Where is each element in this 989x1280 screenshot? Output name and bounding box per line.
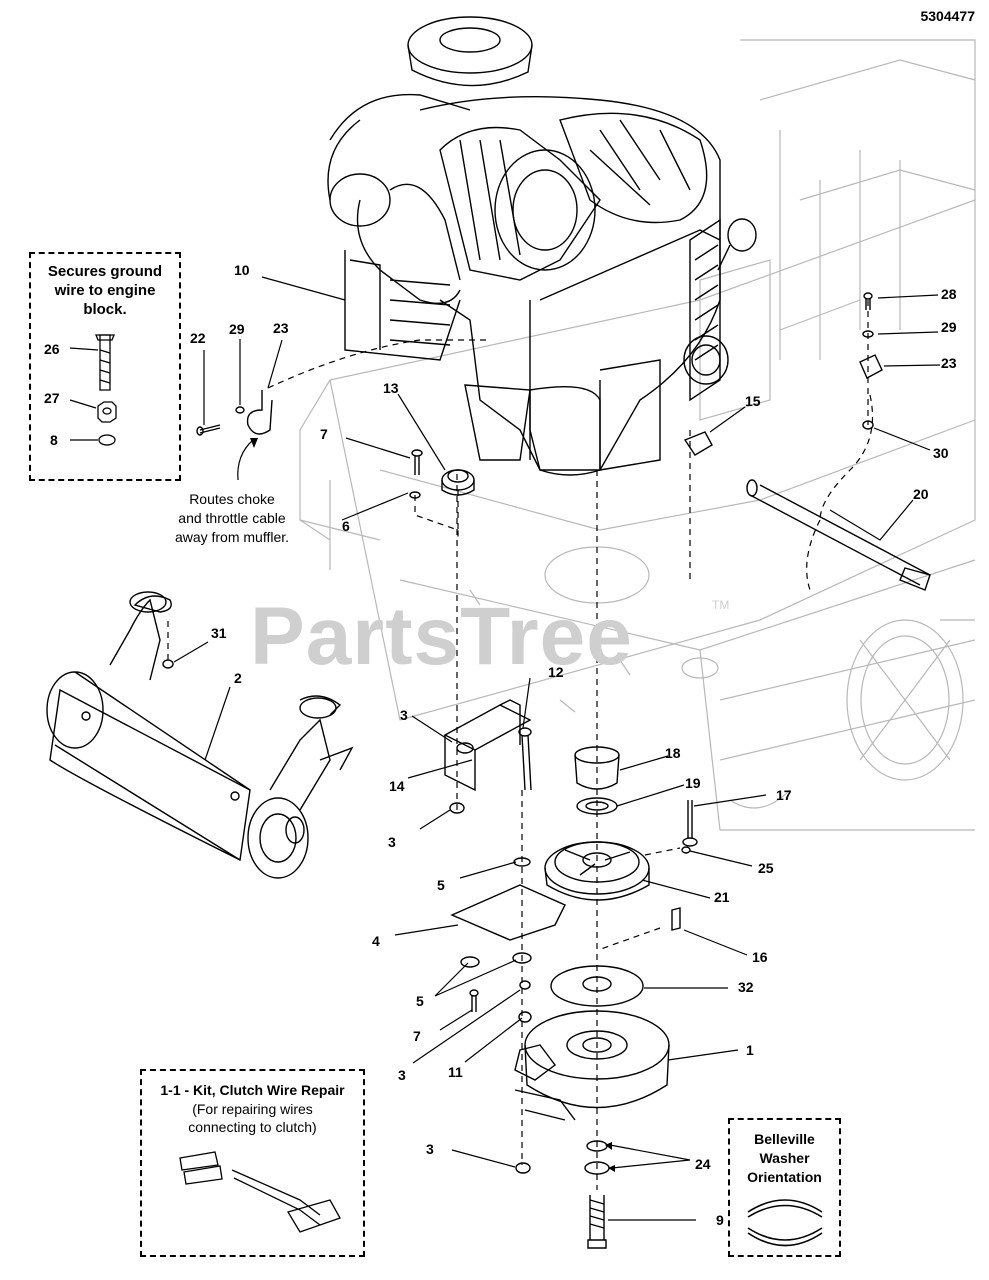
- callout-20: 20: [913, 486, 929, 502]
- callout-29-left: 29: [229, 321, 245, 337]
- belleville-line-3: Orientation: [747, 1169, 822, 1185]
- callout-30: 30: [933, 445, 949, 461]
- callout-4: 4: [372, 933, 380, 949]
- callout-16: 16: [752, 949, 768, 965]
- callout-5-top: 5: [437, 877, 445, 893]
- tube-20: [746, 479, 931, 591]
- callout-21: 21: [714, 889, 730, 905]
- kit-overlay-parts: [179, 1151, 341, 1233]
- callout-24: 24: [695, 1156, 711, 1172]
- leader-lines: [69, 276, 941, 1221]
- ground-box-title-line-2: wire to engine: [54, 282, 156, 299]
- callout-19: 19: [685, 775, 701, 791]
- choke-note-line-2: and throttle cable: [178, 510, 286, 526]
- callout-6: 6: [342, 518, 350, 534]
- ground-wire-box: Secures ground wire to engine block.: [29, 252, 181, 481]
- engine-assembly: [327, 16, 757, 476]
- callout-26: 26: [44, 341, 60, 357]
- clutch-wire-kit-box: 1-1 - Kit, Clutch Wire Repair (For repai…: [140, 1069, 365, 1257]
- diagram-id: 5304477: [920, 8, 975, 24]
- belleville-washer-box: Belleville Washer Orientation: [728, 1118, 841, 1257]
- callout-1: 1: [746, 1042, 754, 1058]
- muffler: [46, 591, 354, 879]
- callout-7-bottom: 7: [413, 1028, 421, 1044]
- callout-27: 27: [44, 390, 60, 406]
- callout-31: 31: [211, 625, 227, 641]
- ground-box-title: Secures ground wire to engine block.: [31, 262, 179, 319]
- callout-22: 22: [190, 330, 206, 346]
- callout-11: 11: [448, 1064, 463, 1080]
- callout-2: 2: [234, 670, 242, 686]
- chassis-frame: [299, 39, 976, 831]
- callout-3-bracket: 3: [400, 707, 408, 723]
- callout-3-bottom: 3: [426, 1141, 434, 1157]
- callout-18: 18: [665, 745, 681, 761]
- ground-box-overlay-parts: [69, 334, 117, 446]
- callout-8: 8: [50, 432, 58, 448]
- belleville-line-1: Belleville: [754, 1131, 815, 1147]
- kit-box-subtitle-line-1: (For repairing wires: [192, 1101, 313, 1117]
- callout-29-right: 29: [941, 319, 957, 335]
- kit-box-subtitle-line-2: connecting to clutch): [188, 1119, 317, 1135]
- callout-28: 28: [941, 286, 957, 302]
- callout-13: 13: [383, 380, 399, 396]
- callout-17: 17: [776, 787, 792, 803]
- callout-3-lower: 3: [398, 1067, 406, 1083]
- callout-25: 25: [758, 860, 774, 876]
- dashed-lines: [167, 300, 874, 1190]
- watermark: PartsTree: [250, 591, 633, 682]
- choke-note-line-1: Routes choke: [189, 491, 275, 507]
- callout-5-bottom: 5: [416, 993, 424, 1009]
- belleville-line-2: Washer: [759, 1150, 810, 1166]
- kit-box-title: 1-1 - Kit, Clutch Wire Repair: [160, 1082, 345, 1098]
- callout-14: 14: [389, 778, 405, 794]
- callout-15: 15: [745, 393, 761, 409]
- choke-note-line-3: away from muffler.: [174, 529, 290, 545]
- callout-32: 32: [738, 979, 754, 995]
- callout-23-right: 23: [941, 355, 957, 371]
- kit-box-subtitle: (For repairing wires connecting to clutc…: [142, 1100, 363, 1136]
- watermark-tm: TM: [712, 598, 730, 612]
- callout-12: 12: [548, 664, 564, 680]
- callout-7-top: 7: [320, 426, 328, 442]
- callout-3-nut: 3: [388, 834, 396, 850]
- right-fittings: [683, 292, 883, 456]
- choke-routing-note: Routes choke and throttle cable away fro…: [158, 490, 306, 547]
- belleville-title: Belleville Washer Orientation: [730, 1130, 839, 1187]
- callout-10: 10: [234, 262, 250, 278]
- callout-23-left: 23: [273, 320, 289, 336]
- ground-box-title-line-3: block.: [83, 301, 127, 318]
- ground-box-title-line-1: Secures ground: [47, 263, 163, 280]
- callout-9: 9: [716, 1212, 724, 1228]
